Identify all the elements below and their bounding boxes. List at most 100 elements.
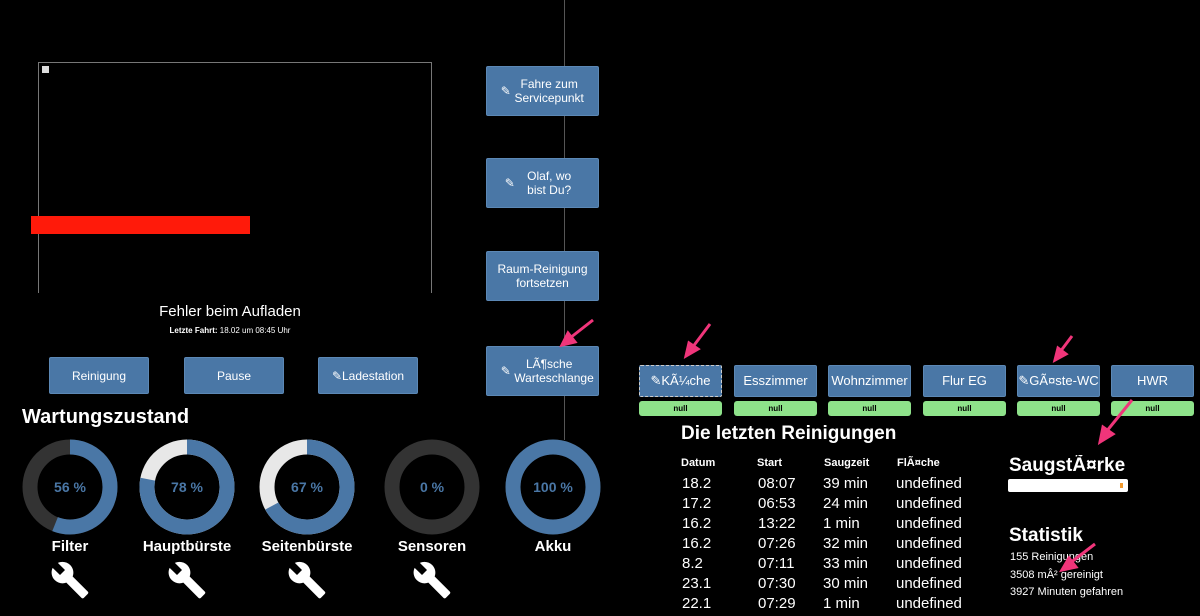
room-status-badge: null [828,401,911,416]
table-cell: 23.1 [682,574,712,592]
gauge-label: Hauptbürste [142,538,232,555]
map-view [38,62,432,293]
table-row: 22.1 07:29 1 min undefined [680,593,978,613]
table-row: 8.2 07:11 33 min undefined [680,553,978,573]
pencil-icon: ✎ [500,84,515,98]
gauge-label: Sensoren [397,538,467,555]
stats-title: Statistik [1009,525,1083,546]
room-button[interactable]: HWR [1111,365,1194,397]
suction-slider[interactable] [1008,479,1128,492]
slider-handle[interactable] [1120,483,1123,488]
wrench-icon[interactable] [287,560,327,600]
table-cell: 13:22 [758,514,796,532]
table-cell: 22.1 [682,594,712,612]
maintenance-title: Wartungszustand [22,406,190,428]
gauge-fill [22,439,118,535]
pencil-icon: ✎ [500,364,515,378]
room-status-badge: null [639,401,722,416]
room-status-badge: null [923,401,1006,416]
table-cell: 32 min [823,534,869,552]
error-bar [31,216,250,234]
gauge-fill [139,439,235,535]
arrow [690,323,712,349]
gauge-value: 78 % [171,479,203,495]
pencil-icon: ✎ [331,368,342,383]
pencil-icon: ✎ [650,373,662,388]
table-cell: 1 min [823,594,860,612]
room-status-badge: null [1111,401,1194,416]
pencil-icon: ✎ [504,176,519,190]
locate-button[interactable]: ✎ Olaf, wo bist Du? [486,158,599,208]
gauge-label: Akku [534,538,572,555]
table-cell: 30 min [823,574,869,592]
arrow [569,318,594,340]
gauge-3: 0 % [384,439,480,535]
gauge-track [384,439,480,535]
pencil-icon: ✎ [1018,373,1030,388]
table-cell: 8.2 [682,554,703,572]
table-cell: 07:30 [758,574,796,592]
room-status-badge: null [1017,401,1100,416]
room-button[interactable]: Esszimmer [734,365,817,397]
table-cell: 07:29 [758,594,796,612]
table-cell: undefined [896,574,962,592]
gauge-0: 56 % [22,439,118,535]
table-cell: 39 min [823,474,869,492]
gauge-label: Filter [51,538,89,555]
divider [564,0,565,440]
table-cell: 07:11 [758,554,795,572]
table-cell: undefined [896,514,962,532]
wrench-icon[interactable] [50,560,90,600]
table-cell: undefined [896,494,962,512]
table-row: 16.2 13:22 1 min undefined [680,513,978,533]
resume-room-button[interactable]: Raum-Reinigung fortsetzen [486,251,599,301]
arrow [1069,542,1096,565]
clear-queue-button[interactable]: ✎ LÃ¶sche Warteschlange [486,346,599,396]
gauge-value: 56 % [54,479,86,495]
wrench-icon[interactable] [412,560,452,600]
table-row: 23.1 07:30 30 min undefined [680,573,978,593]
table-cell: undefined [896,554,962,572]
gauge-4: 100 % [505,439,601,535]
gauge-2: 67 % [259,439,355,535]
table-cell: undefined [896,474,962,492]
gauge-value: 67 % [291,479,323,495]
clean-button[interactable]: Reinigung [49,357,149,394]
gauge-fill [259,439,355,535]
robot-icon [42,66,49,73]
stats-line: 3927 Minuten gefahren [1010,586,1124,598]
last-ride: Letzte Fahrt: 18.02 um 08:45 Uhr [169,326,291,335]
gauge-label: Seitenbürste [261,538,353,555]
gauge-value: 100 % [533,479,573,495]
suction-title: SaugstÃ¤rke [1009,455,1126,476]
dock-button[interactable]: ✎Ladestation [318,357,418,394]
table-cell: 33 min [823,554,869,572]
status-text: Fehler beim Aufladen [159,303,301,320]
gauge-1: 78 % [139,439,235,535]
arrow [1104,399,1134,433]
room-button[interactable]: ✎KÃ¼che [639,365,722,397]
history-title: Die letzten Reinigungen [681,423,897,444]
room-status-badge: null [734,401,817,416]
gauge-value: 0 % [420,479,445,495]
room-button[interactable]: ✎GÃ¤ste-WC [1017,365,1100,397]
table-cell: undefined [896,594,962,612]
stats-line: 3508 mÂ² gereinigt [1010,569,1103,581]
table-cell: 24 min [823,494,869,512]
service-point-button[interactable]: ✎ Fahre zum Servicepunkt [486,66,599,116]
table-cell: 07:26 [758,534,796,552]
table-cell: 06:53 [758,494,796,512]
table-cell: 1 min [823,514,860,532]
gauge-fill [505,439,601,535]
pause-button[interactable]: Pause [184,357,284,394]
wrench-icon[interactable] [167,560,207,600]
table-cell: 18.2 [682,474,712,492]
table-cell: 16.2 [682,514,712,532]
room-button[interactable]: Wohnzimmer [828,365,911,397]
room-button[interactable]: Flur EG [923,365,1006,397]
